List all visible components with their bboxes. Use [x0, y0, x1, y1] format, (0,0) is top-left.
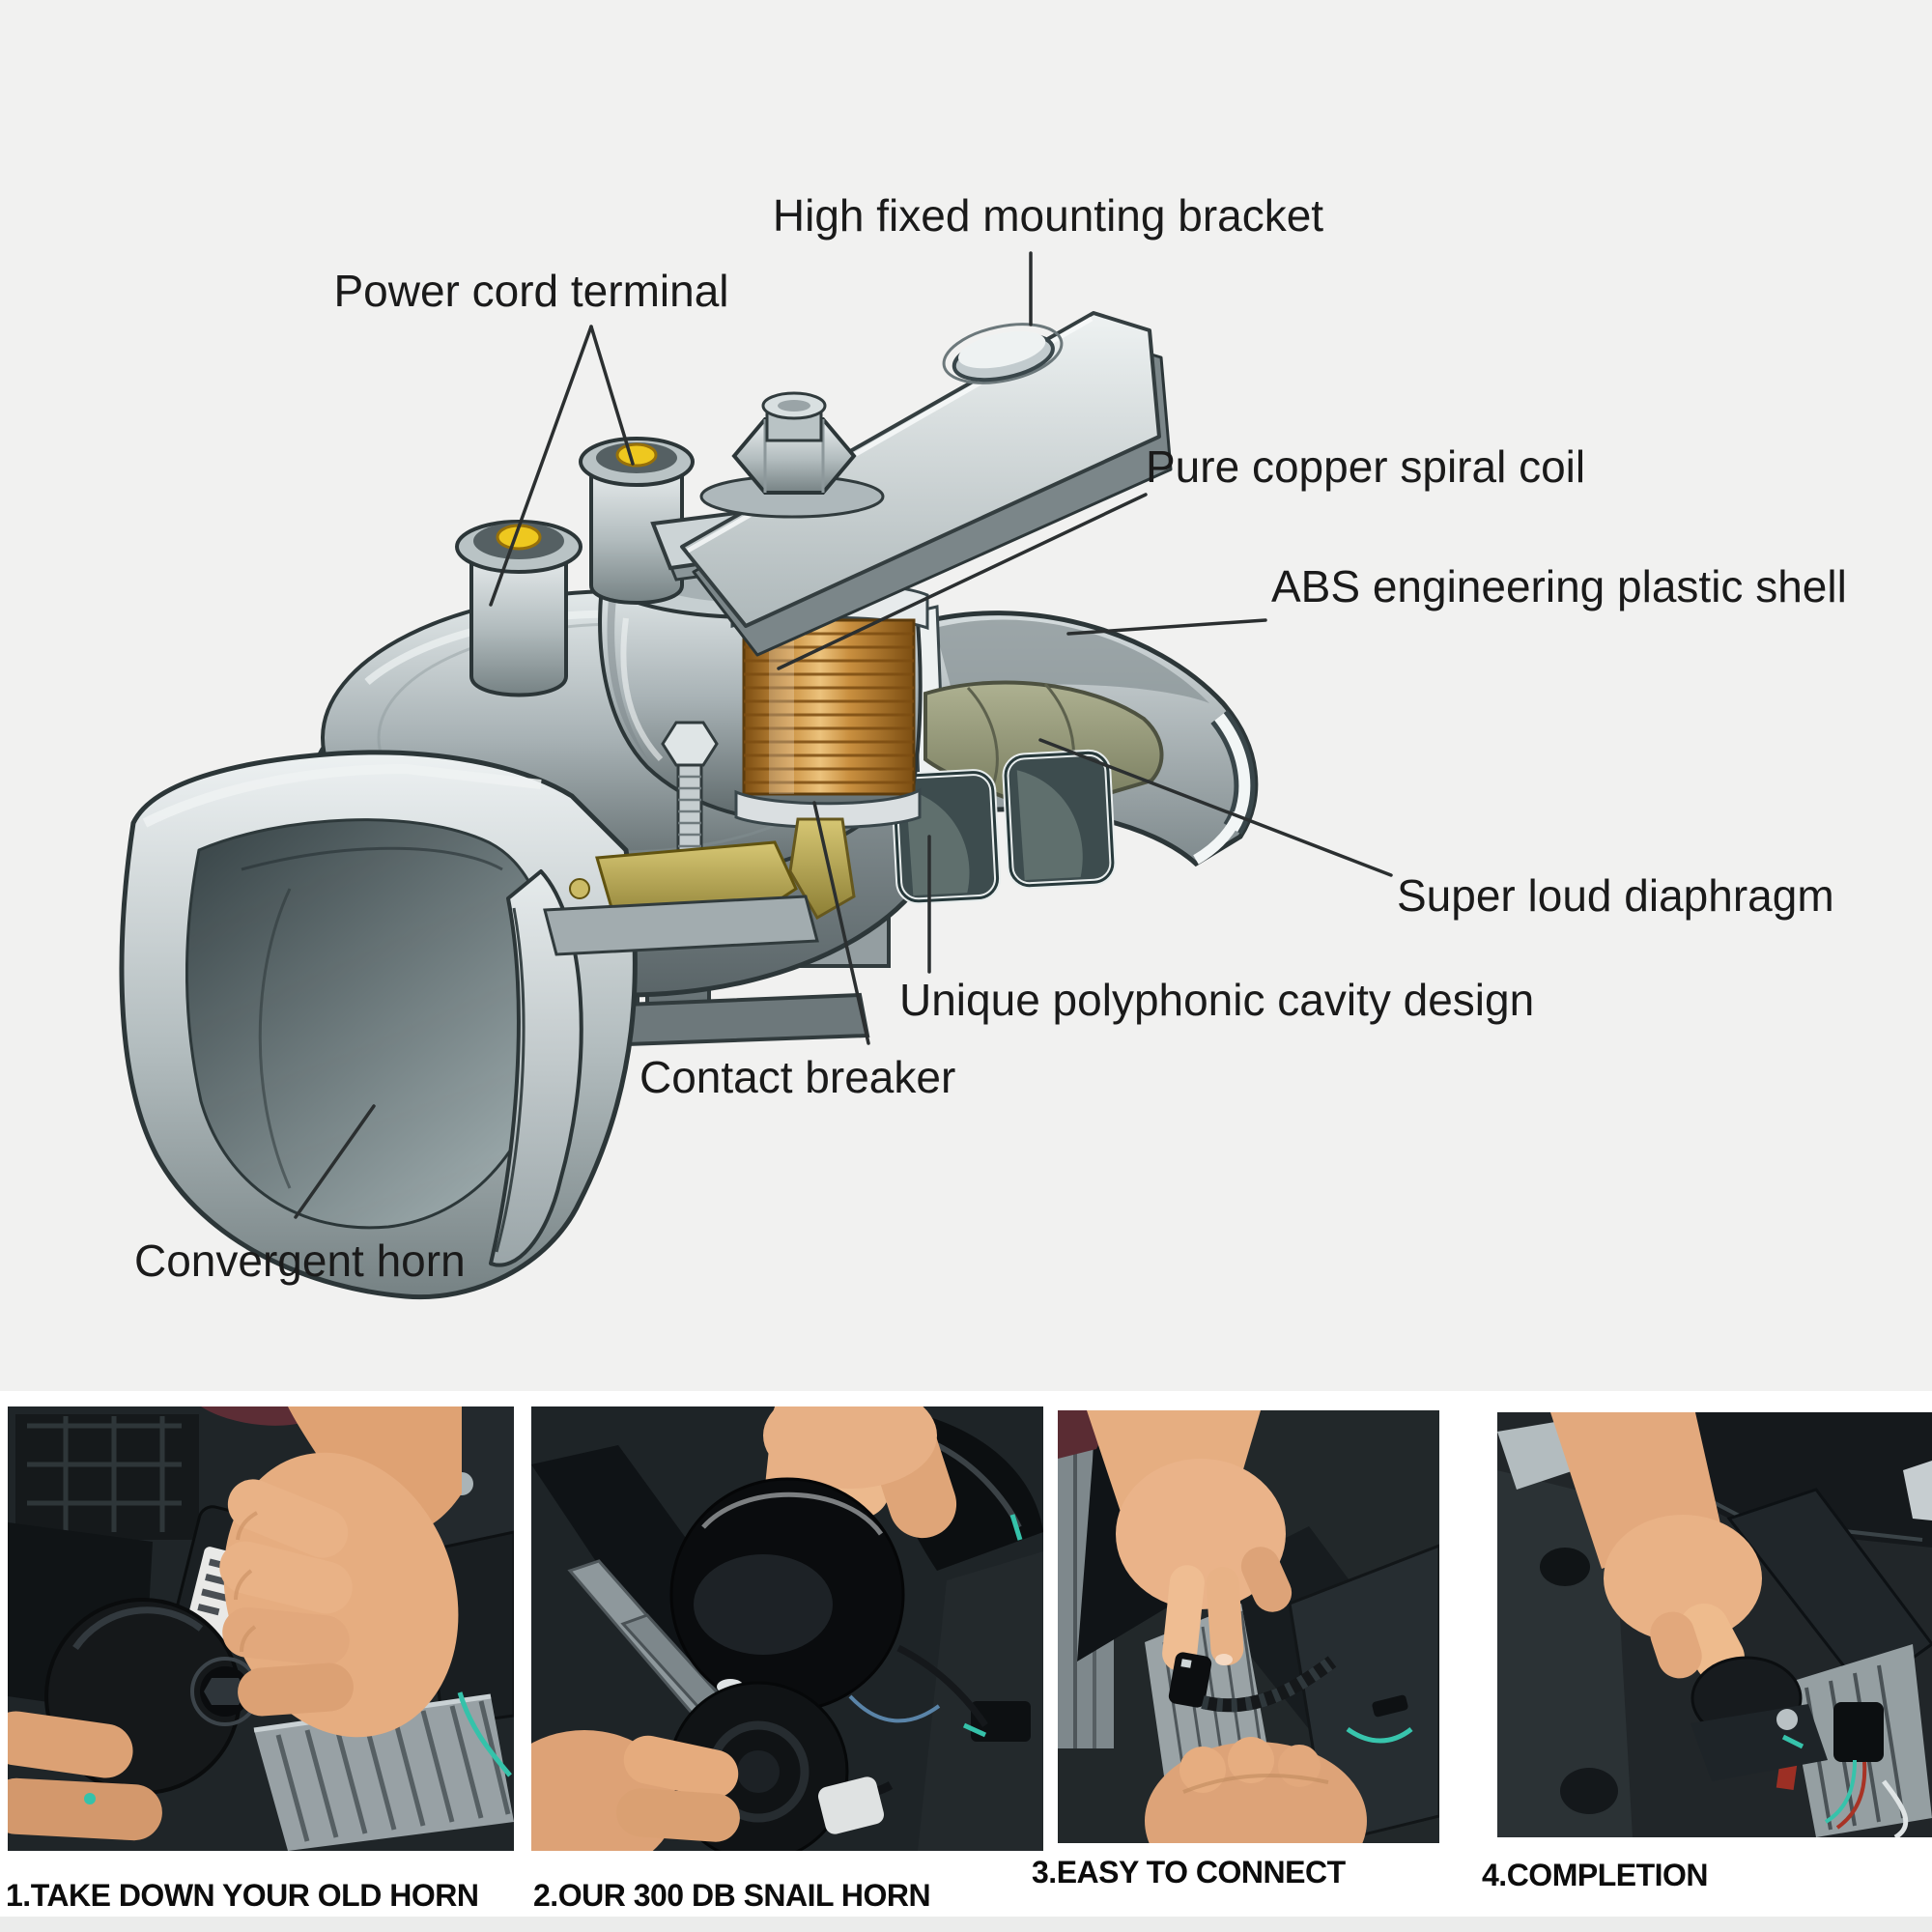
label-contact-breaker: Contact breaker [639, 1052, 956, 1102]
leader-convergent-horn [294, 1104, 376, 1219]
step-caption-3: 3.EASY TO CONNECT [1032, 1855, 1346, 1889]
teal-dot [84, 1793, 96, 1804]
cavity-part [891, 749, 1117, 905]
leader-terminal-left [489, 325, 593, 607]
leader-terminal-right [589, 325, 635, 466]
horn-cutaway-diagram: High fixed mounting bracket Power cord t… [119, 190, 1847, 1300]
footer-strip [0, 1917, 1932, 1932]
radiator-corner [1776, 1644, 1932, 1837]
connector [1168, 1652, 1212, 1708]
terminal-yellow-dot [615, 442, 658, 468]
leader-contact-breaker [812, 801, 870, 1045]
teal-wire [457, 1691, 512, 1777]
upper-hand [1087, 1410, 1293, 1671]
new-snail-horn [669, 1477, 905, 1713]
mounting-bracket-part [680, 311, 1173, 657]
leader-coil [777, 493, 1148, 670]
label-convergent-horn: Convergent horn [134, 1236, 466, 1286]
terminal-posts [455, 437, 695, 697]
lower-hand [1145, 1737, 1367, 1843]
step-photo-2 [531, 1406, 1043, 1851]
step-photo-1 [8, 1406, 514, 1851]
thumb-fingers [8, 1711, 162, 1841]
installed-horn [1690, 1656, 1828, 1781]
radiator-panel [253, 1693, 514, 1851]
step-photo-3 [1058, 1410, 1439, 1843]
label-abs-engineering-plastic-shell: ABS engineering plastic shell [1271, 561, 1847, 611]
foam-block [817, 1776, 885, 1834]
teal-marks [962, 1514, 1023, 1738]
hand [219, 1406, 462, 1738]
contact-breaker-part [543, 721, 819, 956]
label-super-loud-diaphragm: Super loud diaphragm [1397, 870, 1834, 921]
step-photo-4 [1497, 1412, 1932, 1837]
leader-lines [294, 251, 1393, 1219]
convergent-horn-part [119, 750, 638, 1300]
step-caption-2: 2.OUR 300 DB SNAIL HORN [533, 1878, 931, 1913]
engine-bay-background [1497, 1412, 1932, 1837]
label-power-cord-terminal: Power cord terminal [333, 266, 729, 316]
label-high-fixed-mounting-bracket: High fixed mounting bracket [772, 190, 1324, 241]
leader-diaphragm [1038, 738, 1393, 877]
label-unique-polyphonic-cavity-design: Unique polyphonic cavity design [899, 975, 1535, 1025]
step-caption-4: 4.COMPLETION [1482, 1858, 1709, 1892]
label-pure-copper-spiral-coil: Pure copper spiral coil [1146, 441, 1586, 492]
leader-shell [1066, 618, 1267, 636]
corrugated-hose [1201, 1656, 1337, 1713]
step-caption-1: 1.TAKE DOWN YOUR OLD HORN [6, 1878, 479, 1913]
teal-mark [1781, 1734, 1804, 1749]
installation-steps: 1.TAKE DOWN YOUR OLD HORN 2.OUR 300 DB S… [0, 1391, 1932, 1932]
lower-hand [531, 1730, 740, 1851]
hand [1550, 1412, 1762, 1684]
hex-bolt [699, 391, 885, 519]
horn-illustration [119, 251, 1393, 1300]
